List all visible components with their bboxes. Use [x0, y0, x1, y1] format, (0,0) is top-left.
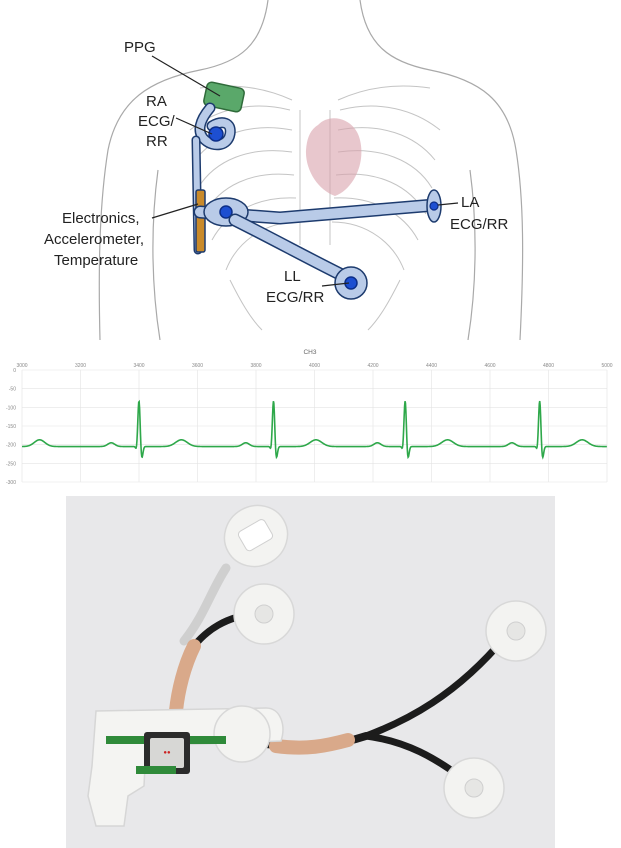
- label-electronics-line3: Temperature: [54, 252, 138, 269]
- main-housing: ●●: [87, 705, 284, 827]
- label-ppg: PPG: [124, 39, 156, 56]
- x-tick-label: 4400: [426, 363, 437, 369]
- label-ra-line2: ECG/: [138, 113, 176, 130]
- y-tick-label: -50: [9, 387, 16, 393]
- photo-electrodes: [223, 504, 547, 819]
- x-tick-label: 3200: [75, 363, 86, 369]
- torso-outline: [98, 0, 524, 340]
- chart-x-ticks: 3000 3200 3400 3600 3800 4000 4200 4400 4600 4800…: [16, 363, 612, 369]
- y-tick-label: -200: [6, 443, 16, 449]
- sensor-patch-device: [191, 81, 442, 300]
- ra-electrode: [208, 126, 224, 142]
- chart-y-ticks: 0 -50 -100 -150 -200 -250 -300: [6, 368, 16, 486]
- y-tick-label: 0: [13, 368, 16, 374]
- x-tick-label: 3400: [133, 363, 144, 369]
- y-tick-label: -150: [6, 424, 16, 430]
- label-electronics-line1: Electronics,: [62, 210, 140, 227]
- y-tick-label: -250: [6, 461, 16, 467]
- ecg-chart: CH3 3000 3200 3400 3600 3800 4000 4200 4400 4600…: [6, 349, 613, 486]
- ecg-trace-ch3: [21, 399, 607, 460]
- y-tick-label: -300: [6, 480, 16, 486]
- center-electrode: [219, 205, 233, 219]
- label-ra-line3: RR: [146, 133, 168, 150]
- x-tick-label: 4200: [367, 363, 378, 369]
- chart-grid: [21, 369, 608, 483]
- x-tick-label: 4600: [484, 363, 495, 369]
- x-tick-label: 4000: [309, 363, 320, 369]
- label-ll-line2: ECG/RR: [266, 289, 325, 306]
- x-tick-label: 3600: [192, 363, 203, 369]
- electronics-module: [195, 189, 206, 253]
- x-tick-label: 4800: [543, 363, 554, 369]
- label-la-line1: LA: [461, 194, 479, 211]
- label-ll-line1: LL: [284, 268, 301, 285]
- x-tick-label: 5000: [601, 363, 612, 369]
- label-electronics-line2: Accelerometer,: [44, 231, 144, 248]
- chart-title: CH3: [303, 349, 316, 356]
- label-la-line2: ECG/RR: [450, 216, 509, 233]
- la-electrode: [429, 201, 439, 211]
- label-ra-line1: RA: [146, 93, 167, 110]
- device-photo: ●●: [66, 496, 555, 848]
- y-tick-label: -100: [6, 405, 16, 411]
- sleeve-upper: [169, 639, 201, 718]
- x-tick-label: 3800: [250, 363, 261, 369]
- leader-lines: [151, 55, 459, 287]
- svg-text:●●: ●●: [163, 750, 171, 756]
- x-tick-label: 3000: [16, 363, 27, 369]
- body-placement-diagram: PPG RA ECG/ RR Electronics, Acceleromete…: [44, 0, 524, 340]
- heart-shape: [305, 118, 362, 196]
- sleeve-lower: [269, 733, 355, 755]
